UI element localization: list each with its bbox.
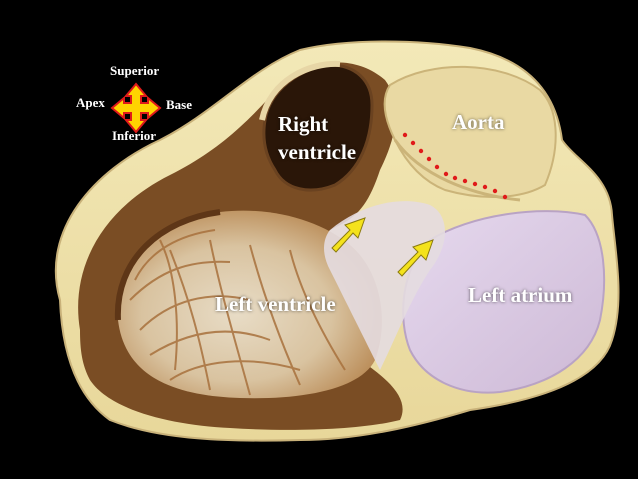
outflow-tract xyxy=(324,201,445,370)
orientation-inferior-label: Inferior xyxy=(112,128,157,143)
orientation-base-label: Base xyxy=(166,97,192,112)
right-ventricle-label-line2: ventricle xyxy=(278,140,357,164)
dotted-line xyxy=(402,132,508,200)
left-ventricle-label: Left ventricle xyxy=(215,292,336,316)
orientation-apex-label: Apex xyxy=(76,95,105,110)
four-way-arrow-icon xyxy=(110,82,162,134)
orientation-superior-label: Superior xyxy=(110,63,160,78)
pointer-arrow xyxy=(331,217,366,253)
aorta-label: Aorta xyxy=(452,110,505,134)
left-atrium-region xyxy=(402,210,606,394)
left-atrium-label: Left atrium xyxy=(468,283,573,307)
right-ventricle-label-line1: Right xyxy=(278,112,329,136)
pointer-arrow xyxy=(397,239,434,277)
left-ventricle-cavity xyxy=(117,210,382,399)
